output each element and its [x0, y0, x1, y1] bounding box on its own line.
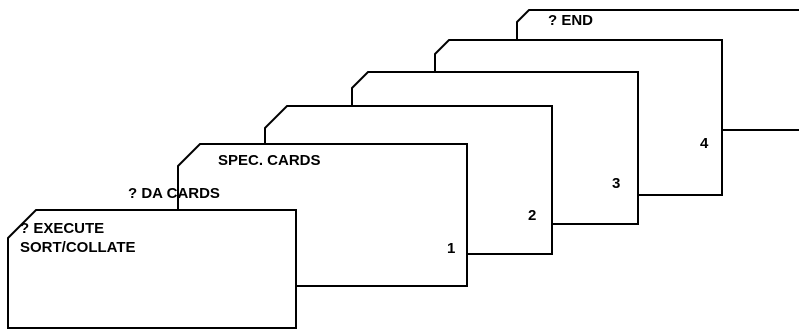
- card-label: SORT/COLLATE: [20, 239, 136, 256]
- card-label: SPEC. CARDS: [218, 152, 321, 169]
- card-label: ? EXECUTE: [20, 220, 104, 237]
- card-number: 3: [612, 175, 620, 192]
- card-label: ? END: [548, 12, 593, 29]
- card-number: 2: [528, 207, 536, 224]
- card-number: 4: [700, 135, 709, 152]
- card-number: 1: [447, 240, 455, 257]
- card-label: ? DA CARDS: [128, 185, 220, 202]
